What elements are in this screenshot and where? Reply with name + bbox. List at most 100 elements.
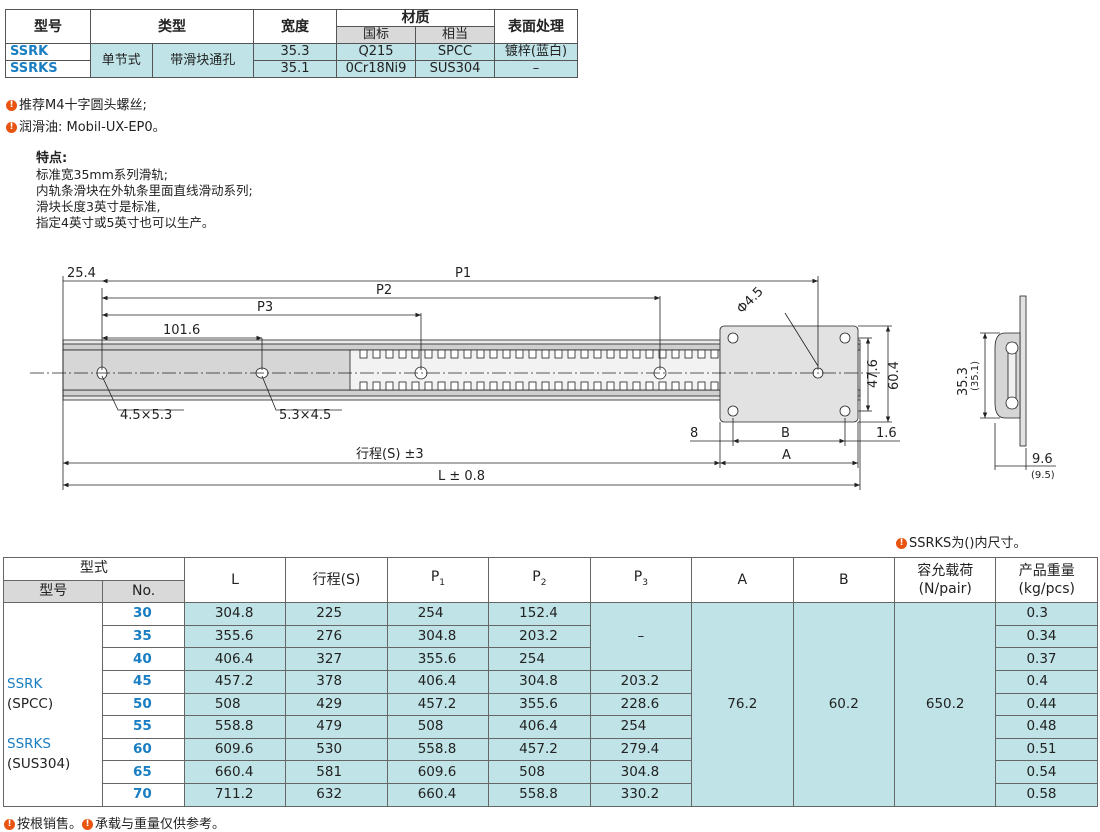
feature-line: 滑块长度3英寸是标准,: [36, 199, 161, 214]
cell-p1: 660.4: [386, 782, 490, 807]
hdr-model: 型号: [5, 9, 91, 44]
ball-bearing: [463, 349, 472, 359]
cell-weight: 0.44: [995, 692, 1098, 717]
cell-l: 558.8: [183, 715, 287, 739]
dim-b: B: [781, 426, 790, 441]
cell-p1: 254: [386, 602, 490, 626]
cell-no: 65: [102, 760, 185, 784]
hdr-p3: P3: [589, 556, 693, 604]
footer-note: 承载与重量仅供参考。: [95, 817, 226, 832]
ball-bearing: [359, 349, 368, 359]
warning-icon: !: [6, 100, 17, 111]
hdr-a: A: [691, 556, 794, 604]
cell-p2: 508: [488, 760, 591, 784]
cell-load: 650.2: [893, 602, 997, 807]
ball-bearing: [645, 349, 654, 359]
ball-bearing: [372, 349, 381, 359]
cell-p3: 228.6: [589, 692, 693, 717]
cell-weight: 0.4: [995, 669, 1098, 694]
spec-eq: SPCC: [415, 43, 495, 61]
note-lube: !润滑油: Mobil-UX-EP0。: [6, 116, 166, 135]
hdr-load-unit: (N/pair): [918, 581, 972, 598]
note-text: 润滑油: Mobil-UX-EP0。: [19, 120, 166, 135]
ball-bearing: [710, 349, 719, 359]
hdr-model: 型号: [2, 579, 104, 604]
ball-bearing: [463, 381, 472, 391]
ball-bearing: [528, 349, 537, 359]
ball-bearing: [567, 349, 576, 359]
cell-s: 632: [285, 782, 388, 807]
cell-a: 76.2: [691, 602, 794, 807]
ball-bearing: [450, 381, 459, 391]
ball-bearing: [515, 349, 524, 359]
ball-bearing: [684, 381, 693, 391]
cell-s: 530: [285, 737, 388, 762]
hdr-width: 宽度: [253, 9, 337, 44]
hdr-load-label: 容允载荷: [917, 563, 974, 580]
cell-s: 276: [285, 624, 388, 649]
cell-l: 711.2: [183, 782, 287, 807]
hdr-weight: 产品重量(kg/pcs): [995, 556, 1098, 604]
hdr-p1: P1: [386, 556, 490, 604]
spec-width: 35.1: [253, 60, 337, 78]
cell-p3: 203.2: [589, 669, 693, 694]
dim-p3: P3: [257, 300, 273, 315]
ball-bearing: [476, 381, 485, 391]
spec-gb: Q215: [336, 43, 416, 61]
dim-47-6: 47.6: [866, 359, 881, 388]
dim-9-5: (9.5): [1031, 470, 1055, 481]
cell-weight: 0.51: [995, 737, 1098, 762]
hdr-l: L: [183, 556, 287, 604]
ball-bearing: [411, 349, 420, 359]
group-model: SSRKS: [7, 736, 51, 753]
hdr-weight-unit: (kg/pcs): [1018, 581, 1075, 598]
cell-no: 30: [102, 602, 185, 626]
spec-gb: 0Cr18Ni9: [336, 60, 416, 78]
ball-bearing: [489, 381, 498, 391]
ball-bearing: [580, 349, 589, 359]
cell-l: 660.4: [183, 760, 287, 784]
feature-line: 标准宽35mm系列滑轨;: [36, 167, 168, 182]
cell-no: 50: [102, 692, 185, 717]
dim-stroke: 行程(S) ±3: [356, 447, 424, 462]
cell-no: 45: [102, 669, 185, 694]
cell-p2: 457.2: [488, 737, 591, 762]
dim-hole-2: 5.3×4.5: [279, 408, 331, 423]
note-text: 推荐M4十字圆头螺丝;: [19, 98, 147, 113]
dim-l: L ± 0.8: [438, 469, 485, 484]
cell-p1: 355.6: [386, 647, 490, 671]
ball-bearing: [593, 381, 602, 391]
size-note: !SSRKS为()内尺寸。: [896, 532, 1026, 551]
ball-bearing: [450, 349, 459, 359]
ball-bearing: [515, 381, 524, 391]
cell-b: 60.2: [792, 602, 895, 807]
ball-bearing: [437, 349, 446, 359]
cell-s: 581: [285, 760, 388, 784]
footer-notes: !按根销售。!承载与重量仅供参考。: [4, 813, 225, 832]
ball-bearing: [541, 349, 550, 359]
cell-s: 378: [285, 669, 388, 694]
group-material: (SUS304): [7, 756, 71, 773]
dim-35-1: (35.1): [970, 361, 981, 391]
ball-bearing: [671, 381, 680, 391]
warning-icon: !: [82, 819, 94, 830]
dim-9-6: 9.6: [1032, 452, 1053, 467]
spec-model: SSRKS: [5, 60, 91, 78]
cell-l: 609.6: [183, 737, 287, 762]
ball-bearing: [645, 381, 654, 391]
cell-weight: 0.3: [995, 602, 1098, 626]
ball-bearing: [658, 349, 667, 359]
cell-no: 60: [102, 737, 185, 762]
features-title: 特点:: [36, 151, 68, 166]
ball-bearing: [606, 381, 615, 391]
cell-weight: 0.58: [995, 782, 1098, 807]
slider-plate: [719, 325, 859, 423]
cell-l: 355.6: [183, 624, 287, 649]
ball-bearing: [385, 381, 394, 391]
dim-60-4: 60.4: [887, 361, 902, 390]
hdr-form: 型式: [3, 557, 185, 581]
